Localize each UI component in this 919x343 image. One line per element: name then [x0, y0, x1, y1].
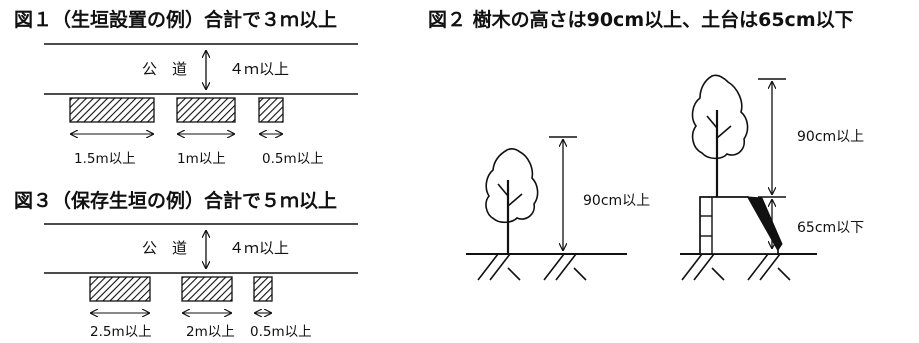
tree-height-label: 90cm以上 [583, 193, 650, 209]
figure-2-title: 図２ 樹木の高さは90cm以上、土台は65cm以下 [428, 8, 854, 31]
road-label: 公 道 [142, 239, 187, 257]
ground-hatch [681, 253, 791, 281]
figure-1-title: 図１（生垣設置の例）合計で３ｍ以上 [14, 8, 337, 31]
hedge-segment [89, 276, 151, 302]
tree-height-on-base-label: 90cm以上 [797, 129, 864, 145]
base-wall [699, 196, 783, 255]
road-label: 公 道 [142, 60, 187, 78]
hedge-segment [258, 97, 284, 123]
base-height-label: 65cm以下 [797, 220, 864, 236]
tree-icon [691, 74, 749, 197]
hedge-segment [176, 97, 236, 123]
tree-icon [485, 147, 539, 254]
hedge-length-label: 2m以上 [186, 324, 235, 340]
hedge-segment [69, 97, 155, 123]
figure-2: 図２ 樹木の高さは90cm以上、土台は65cm以下 90cm以上 [428, 8, 864, 281]
ground-hatch [477, 253, 587, 281]
hedge-length-label: 0.5m以上 [262, 151, 324, 167]
hedge-length-label: 0.5m以上 [250, 324, 312, 340]
hedge-length-label: 2.5m以上 [90, 324, 152, 340]
figure-3: 図３（保存生垣の例）合計で５ｍ以上 公 道 ４ｍ以上 2.5m以上 2m以上 0… [14, 189, 358, 340]
road-width-label: ４ｍ以上 [229, 60, 289, 78]
figure-1: 図１（生垣設置の例）合計で３ｍ以上 公 道 ４ｍ以上 1.5m以上 1m以上 0… [14, 8, 358, 167]
road-width-label: ４ｍ以上 [229, 239, 289, 257]
hedge-segment [181, 276, 233, 302]
hedge-segment [253, 276, 273, 302]
figure-3-title: 図３（保存生垣の例）合計で５ｍ以上 [14, 189, 337, 212]
hedge-length-label: 1m以上 [177, 151, 226, 167]
hedge-length-label: 1.5m以上 [74, 151, 136, 167]
